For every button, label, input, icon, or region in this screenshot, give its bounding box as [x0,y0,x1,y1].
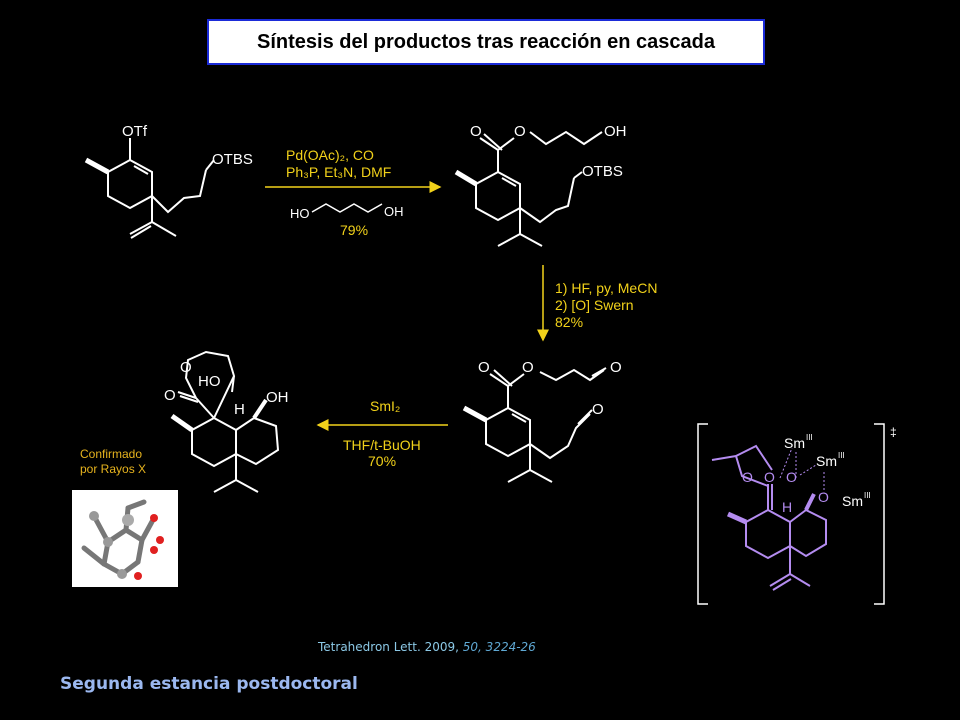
sm-label-2: Sm [816,453,837,469]
sm-oxidation-1: III [806,433,813,442]
slide-title: Síntesis del productos tras reacción en … [207,19,765,65]
dialdehyde-carbonyl-o: O [478,359,490,376]
step1-reagent-1: Pd(OAc)₂, CO [286,147,374,163]
ts-o-4: O [818,489,829,505]
step1-reagent-2: Ph₃P, Et₃N, DMF [286,164,392,180]
product-ring-o: O [180,359,192,376]
sm-label-1: Sm [784,435,805,451]
transition-state [711,444,827,591]
ts-o-2: O [764,469,775,485]
product-h-label: H [234,401,245,418]
dialdehyde-intermediate [462,367,607,483]
journal-reference: Tetrahedron Lett. 2009, 50, 3224-26 [318,640,536,654]
starting-material-triflate [84,138,215,239]
otbs-label-2: OTBS [582,163,623,180]
sm-oxidation-2: III [838,451,845,460]
otbs-label-1: OTBS [212,151,253,168]
step2-yield: 82% [555,314,584,330]
dialdehyde-ester-o: O [522,359,534,376]
ester-oh-label: OH [604,123,627,140]
product-ho-label: HO [198,373,221,390]
step3-solvent: THF/t-BuOH [343,437,421,453]
step1-yield: 79% [340,222,369,238]
ester-intermediate [454,130,603,247]
ester-o: O [514,123,526,140]
slide-title-text: Síntesis del productos tras reacción en … [257,30,715,53]
diol-oh-label: OH [384,204,404,219]
reference-journal: Tetrahedron Lett. 2009, [318,640,463,654]
reference-volume-pages: 50, 3224-26 [462,640,536,654]
xray-structure-image [72,490,178,587]
diol-ho-label: HO [290,206,310,221]
ts-o-1: O [742,469,753,485]
aldehyde-o-1: O [610,359,622,376]
xray-caption-line-1: Confirmado [80,447,143,461]
propanediol-structure [311,203,383,213]
cascade-product [170,350,280,493]
sm-coordination-bonds [779,447,825,490]
xray-caption-line-2: por Rayos X [80,462,147,476]
xray-ortep-drawing [81,499,164,580]
sm-label-3: Sm [842,493,863,509]
xray-caption: Confirmado por Rayos X [80,447,146,477]
double-dagger: ‡ [890,425,897,439]
step3-yield: 70% [368,453,397,469]
ester-carbonyl-o: O [470,123,482,140]
aldehyde-o-2: O [592,401,604,418]
otf-label: OTf [122,123,148,140]
sm-oxidation-3: III [864,491,871,500]
step2-line-1: 1) HF, py, MeCN [555,280,658,296]
step3-reagent: SmI₂ [370,398,401,414]
ts-o-3: O [786,469,797,485]
ts-brackets [697,423,885,605]
product-carbonyl-o: O [164,387,176,404]
step2-line-2: 2) [O] Swern [555,297,634,313]
product-oh-label: OH [266,389,289,406]
ts-h-label: H [782,499,792,515]
footer-caption: Segunda estancia postdoctoral [60,674,358,694]
